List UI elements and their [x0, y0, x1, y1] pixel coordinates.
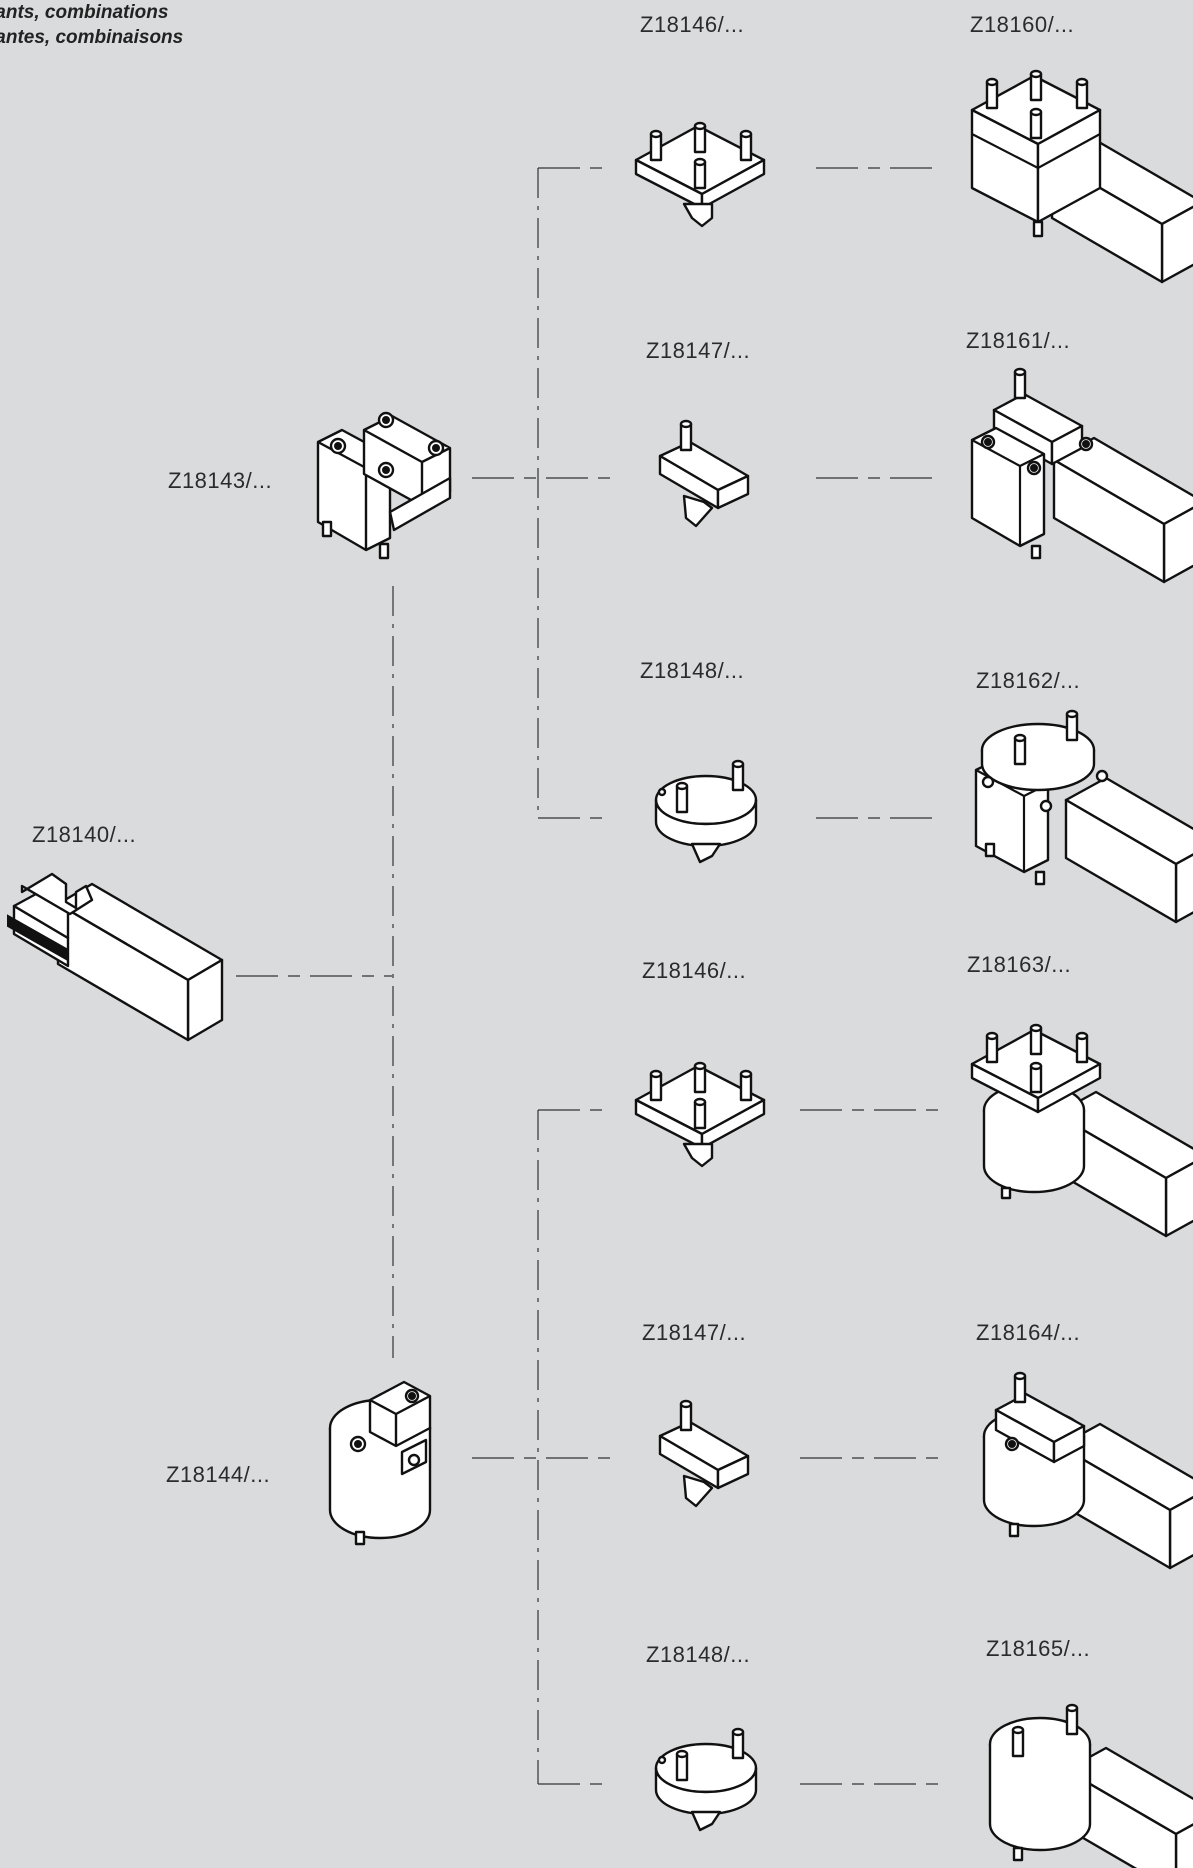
label-adapter-square: Z18143/...: [168, 468, 273, 493]
label-lower-combo-2: Z18164/...: [976, 1320, 1081, 1345]
connector-lines: [236, 167, 940, 1785]
heading-line-2: iantes, combinaisons: [0, 27, 184, 48]
part-lower-carrier-1: [636, 1063, 764, 1166]
part-lower-combo-1: [970, 1023, 1193, 1238]
part-lower-combo-3: [988, 1703, 1193, 1868]
part-adapter-round: [328, 1380, 432, 1546]
part-upper-combo-1: [970, 69, 1193, 284]
label-upper-carrier-3: Z18148/...: [640, 658, 745, 683]
label-upper-carrier-1: Z18146/...: [640, 12, 745, 37]
label-upper-combo-1: Z18160/...: [970, 12, 1075, 37]
part-lower-carrier-3: [656, 1729, 756, 1830]
label-lower-carrier-3: Z18148/...: [646, 1642, 751, 1667]
label-lower-carrier-2: Z18147/...: [642, 1320, 747, 1345]
label-upper-combo-2: Z18161/...: [966, 328, 1071, 353]
diagram-heading: iants, combinations iantes, combinaisons: [0, 0, 183, 50]
label-lower-combo-1: Z18163/...: [967, 952, 1072, 977]
part-base: [7, 872, 224, 1042]
label-upper-carrier-2: Z18147/...: [646, 338, 751, 363]
part-upper-combo-3: [974, 709, 1193, 924]
part-upper-carrier-2: [660, 421, 748, 526]
part-lower-carrier-2: [660, 1401, 748, 1506]
label-lower-combo-3: Z18165/...: [986, 1636, 1091, 1661]
part-upper-combo-2: [970, 367, 1193, 584]
part-upper-carrier-1: [636, 123, 764, 226]
label-lower-carrier-1: Z18146/...: [642, 958, 747, 983]
part-lower-combo-2: [982, 1371, 1193, 1570]
label-upper-combo-3: Z18162/...: [976, 668, 1081, 693]
label-adapter-round: Z18144/...: [166, 1462, 271, 1487]
part-upper-carrier-3: [656, 761, 756, 862]
heading-line-1: iants, combinations: [0, 2, 169, 23]
label-base: Z18140/...: [32, 822, 137, 847]
part-adapter-square: [316, 411, 452, 560]
